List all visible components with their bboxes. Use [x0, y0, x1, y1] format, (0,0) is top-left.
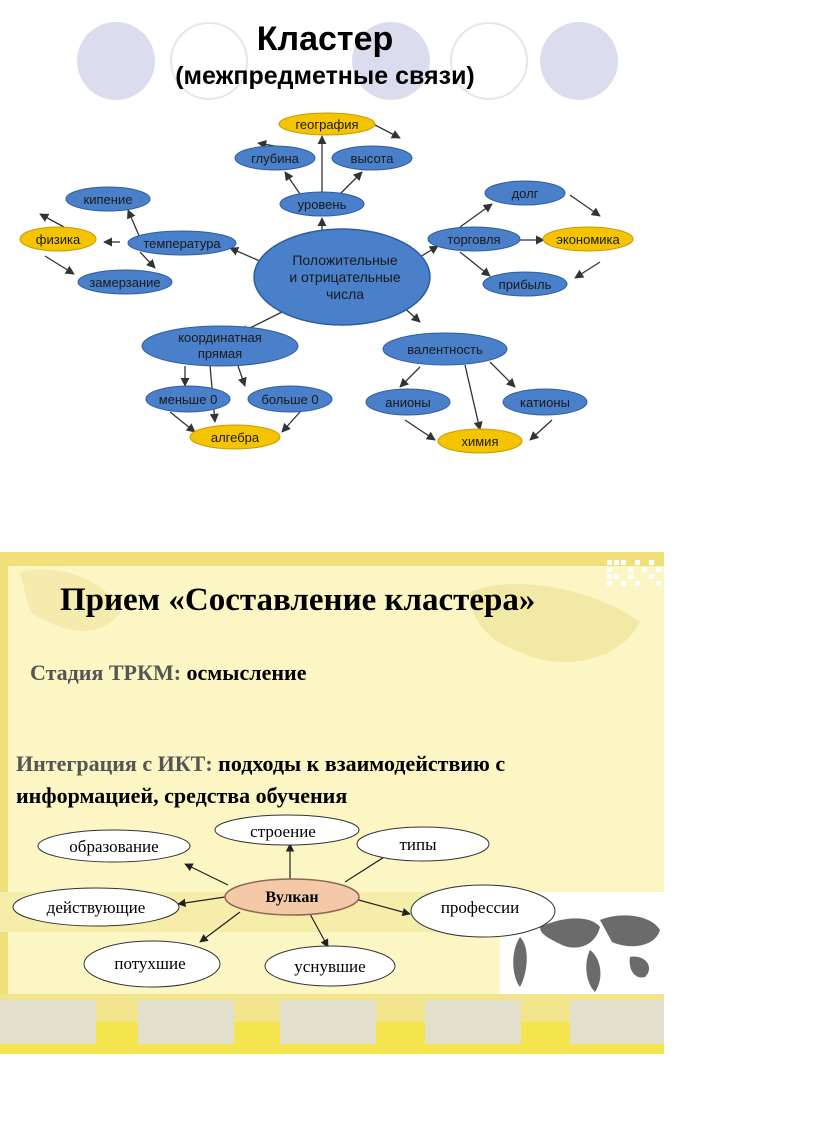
volcano-center-label: Вулкан	[265, 889, 318, 906]
cluster-center-label: и отрицательные	[289, 269, 401, 285]
node-professii	[410, 884, 556, 938]
cluster-center-label: Положительные	[292, 252, 398, 268]
node-label: типы	[399, 835, 437, 854]
node-tipy	[356, 826, 490, 862]
node-label: уровень	[298, 197, 347, 212]
node-stroenie	[214, 814, 360, 846]
title-area: Кластер (межпредметные связи)	[0, 0, 816, 110]
node-label: действующие	[47, 898, 146, 917]
slide-title: Прием «Составление кластера»	[60, 582, 536, 618]
node-label: анионы	[385, 395, 430, 410]
stage-value: осмысление	[181, 660, 307, 685]
node-label: прямая	[198, 346, 242, 361]
node-label: география	[295, 117, 358, 132]
stage-label: Стадия ТРКМ:	[30, 660, 182, 685]
slide-stage: Стадия ТРКМ: осмысление	[30, 660, 306, 686]
node-aniony	[365, 388, 451, 416]
node-label: уснувшие	[294, 957, 365, 976]
node-label: торговля	[447, 232, 500, 247]
node-label: экономика	[556, 232, 620, 247]
decor-ring	[170, 22, 248, 100]
node-label: прибыль	[499, 277, 552, 292]
node-label: валентность	[407, 342, 483, 357]
node-torgovlya	[427, 226, 521, 252]
node-label: глубина	[251, 151, 300, 166]
node-himiya	[437, 428, 523, 454]
node-temperatura	[127, 230, 237, 256]
slide-connectors	[177, 843, 411, 948]
node-label: координатная	[178, 330, 262, 345]
node-zamerzanie	[77, 269, 173, 295]
page-subtitle: (межпредметные связи)	[175, 62, 475, 90]
node-potukhshie	[83, 940, 221, 988]
node-label: профессии	[441, 898, 519, 917]
node-kationy	[502, 388, 588, 416]
node-label: замерзание	[89, 275, 160, 290]
node-menshe	[145, 385, 231, 413]
node-geografiya	[278, 112, 376, 136]
node-label: катионы	[520, 395, 570, 410]
node-vysota	[331, 145, 413, 171]
node-uroven	[279, 191, 365, 217]
decor-circle	[352, 22, 430, 100]
node-glubina	[234, 145, 316, 171]
volcano-center-node	[224, 878, 360, 916]
integration-label: Интеграция с ИКТ:	[16, 751, 213, 776]
node-fizika	[19, 226, 97, 252]
logo-pixels	[607, 560, 661, 586]
decor-circle	[77, 22, 155, 100]
decor-circle	[540, 22, 618, 100]
node-label: строение	[250, 822, 316, 841]
map-tiles	[0, 1000, 664, 1044]
node-obrazovanie	[37, 829, 191, 863]
node-ekonomika	[542, 226, 634, 252]
node-label: температура	[143, 236, 221, 251]
cluster-center-node	[253, 228, 431, 326]
node-usnuvshie	[264, 945, 396, 987]
integration-value: подходы к взаимодействию с информацией, …	[16, 751, 506, 808]
node-label: физика	[36, 232, 81, 247]
cluster-connectors	[39, 124, 601, 441]
node-koordinatnaya-pryamaya	[141, 325, 299, 367]
node-kipenie	[65, 186, 151, 212]
node-label: меньше 0	[159, 392, 218, 407]
node-dolg	[484, 180, 566, 206]
node-label: кипение	[84, 192, 133, 207]
node-label: алгебра	[211, 430, 260, 445]
node-label: долг	[512, 186, 539, 201]
cluster-center-label: числа	[326, 286, 364, 302]
node-label: химия	[461, 434, 498, 449]
node-label: высота	[351, 151, 395, 166]
node-bolshe	[247, 385, 333, 413]
slide-cluster-technique: Вулкан строение образование типы действу…	[0, 552, 664, 1054]
decor-ring	[450, 22, 528, 100]
volcano-cluster-diagram: Вулкан строение образование типы действу…	[12, 814, 556, 988]
slide-integration: Интеграция с ИКТ: подходы к взаимодейств…	[16, 748, 636, 812]
world-map	[513, 915, 660, 992]
node-label: потухшие	[114, 954, 185, 973]
node-label: больше 0	[261, 392, 318, 407]
node-valentnost	[382, 332, 508, 366]
node-pribyl	[482, 271, 568, 297]
node-algebra	[189, 424, 281, 450]
cluster-diagram-numbers: Положительные и отрицательные числа геог…	[19, 112, 634, 454]
node-deystvuyushchie	[12, 887, 180, 927]
node-label: образование	[69, 837, 158, 856]
page-title: Кластер	[256, 20, 394, 58]
